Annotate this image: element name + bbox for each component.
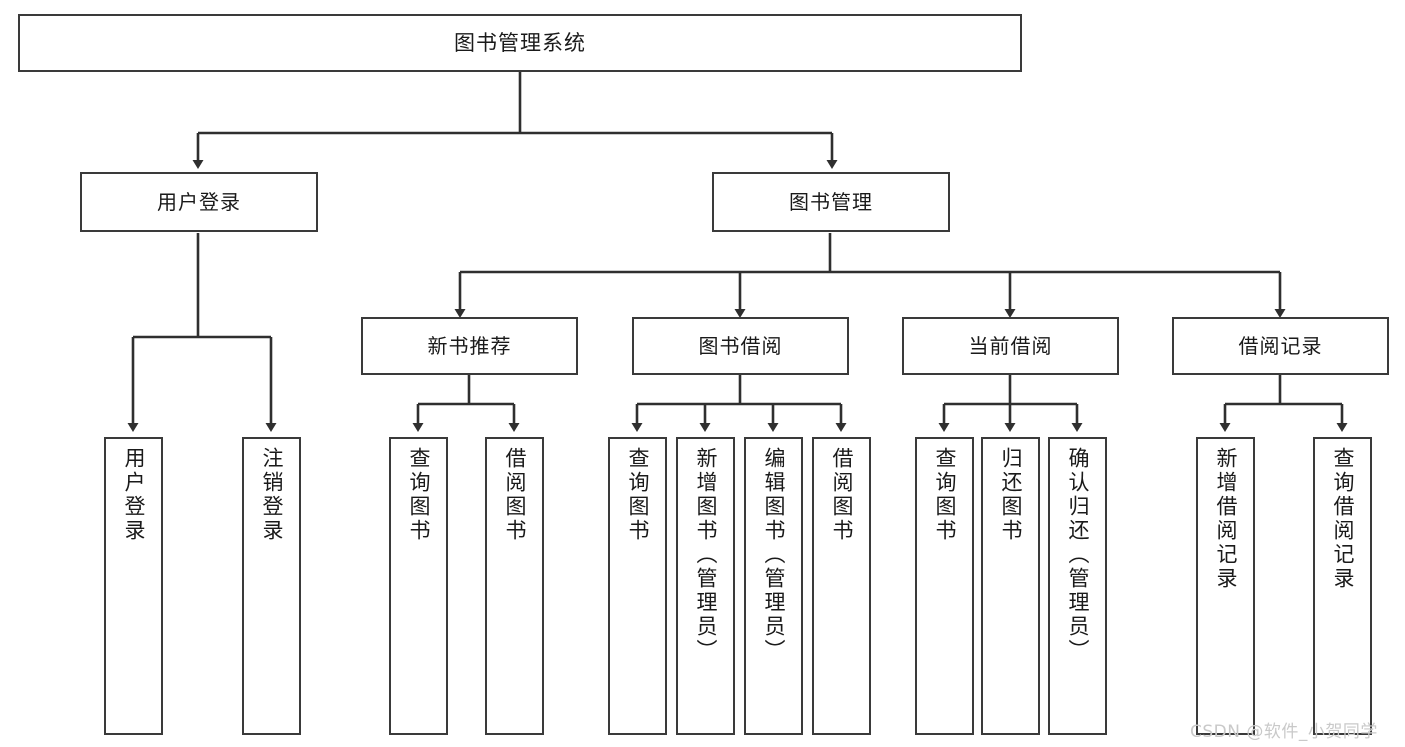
leaf-borrow-borrow-book[interactable]: 借阅图书 (812, 437, 871, 735)
node-label: 图书管理 (789, 189, 873, 214)
node-book-borrow[interactable]: 图书借阅 (632, 317, 849, 375)
node-label: 编辑图书（管理员） (762, 447, 786, 663)
node-label: 用户登录 (157, 189, 241, 214)
node-label: 图书借阅 (698, 333, 783, 358)
node-user-login[interactable]: 用户登录 (80, 172, 318, 232)
leaf-borrow-query-book[interactable]: 查询图书 (608, 437, 667, 735)
node-label: 注销登录 (260, 447, 284, 543)
node-label: 借阅图书 (503, 447, 527, 543)
leaf-borrow-edit-book-admin[interactable]: 编辑图书（管理员） (744, 437, 803, 735)
node-label: 新增图书（管理员） (694, 447, 718, 663)
leaf-user-login-login[interactable]: 用户登录 (104, 437, 163, 735)
node-label: 用户登录 (122, 447, 146, 543)
leaf-recommend-borrow-book[interactable]: 借阅图书 (485, 437, 544, 735)
leaf-recommend-query-book[interactable]: 查询图书 (389, 437, 448, 735)
node-label: 借阅记录 (1238, 333, 1323, 358)
node-label: 新增借阅记录 (1214, 447, 1238, 591)
node-new-book-recommend[interactable]: 新书推荐 (361, 317, 578, 375)
node-label: 借阅图书 (830, 447, 854, 543)
leaf-record-query-record[interactable]: 查询借阅记录 (1313, 437, 1372, 735)
node-label: 确认归还（管理员） (1066, 447, 1090, 663)
node-label: 查询图书 (626, 447, 650, 543)
node-label: 图书管理系统 (454, 30, 586, 55)
node-label: 查询图书 (933, 447, 957, 543)
leaf-record-add-record[interactable]: 新增借阅记录 (1196, 437, 1255, 735)
leaf-user-login-logout[interactable]: 注销登录 (242, 437, 301, 735)
node-label: 归还图书 (999, 447, 1023, 543)
node-borrow-record[interactable]: 借阅记录 (1172, 317, 1389, 375)
node-label: 查询借阅记录 (1331, 447, 1355, 591)
node-book-management[interactable]: 图书管理 (712, 172, 950, 232)
node-label: 当前借阅 (968, 333, 1053, 358)
node-root-system[interactable]: 图书管理系统 (18, 14, 1022, 72)
leaf-current-return-book[interactable]: 归还图书 (981, 437, 1040, 735)
node-label: 查询图书 (407, 447, 431, 543)
leaf-current-confirm-return-admin[interactable]: 确认归还（管理员） (1048, 437, 1107, 735)
leaf-current-query-book[interactable]: 查询图书 (915, 437, 974, 735)
node-current-borrow[interactable]: 当前借阅 (902, 317, 1119, 375)
node-label: 新书推荐 (427, 333, 512, 358)
leaf-borrow-add-book-admin[interactable]: 新增图书（管理员） (676, 437, 735, 735)
